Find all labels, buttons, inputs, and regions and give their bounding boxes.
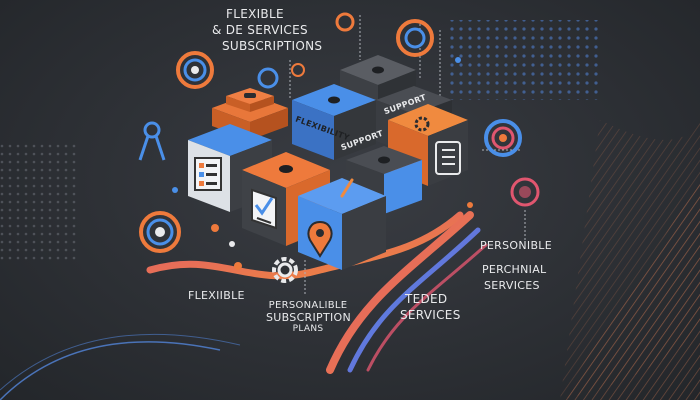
checkbox-icon: [251, 188, 277, 230]
target-icon-left: [139, 211, 181, 253]
cube-flexibility: [292, 84, 376, 160]
target-icon-right: [484, 119, 522, 157]
ring-small: [335, 12, 355, 32]
ribbon-left: [146, 211, 464, 280]
label-plans-line-3: PLANS: [292, 324, 324, 335]
ribbon-bottom: [326, 211, 474, 374]
checklist-icon: [194, 157, 222, 191]
layer-stack: [212, 88, 288, 140]
target-icon-top: [176, 51, 214, 89]
headline-line-1: FLEXIBLE: [226, 7, 284, 21]
label-plans: PERSONALIBLE SUBSCRIPTION PLANS: [266, 300, 352, 335]
dot-pattern-left: [0, 140, 80, 260]
compass-icon: [138, 121, 166, 161]
curve-bottom-left: [0, 341, 221, 400]
gear-icon: [272, 257, 298, 283]
label-flexible: FLEXIIBLE: [188, 289, 245, 302]
headline-line-2: & DE SERVICES: [212, 23, 308, 37]
headline-line-3: SUBSCRIPTIONS: [222, 39, 323, 53]
right-label-1: PERSONIBLE: [480, 239, 552, 252]
gear-icon-small: [414, 116, 430, 132]
right-label-3: SERVICES: [484, 279, 540, 292]
cube-blue-front: [298, 178, 386, 270]
right-label-2: PERCHNIAL: [482, 263, 547, 276]
location-pin-icon: [307, 220, 333, 258]
target-icon-top-right: [396, 19, 434, 57]
label-plans-line-2: SUBSCRIPTION: [266, 310, 352, 324]
label-plans-line-1: PERSONALIBLE: [268, 300, 348, 311]
target-icon-right-low: [510, 177, 540, 207]
dot-pattern-top-right: [450, 20, 600, 100]
list-icon: [435, 141, 461, 175]
label-tailored: TEDED: [405, 292, 448, 306]
label-services: SERVICES: [400, 308, 461, 322]
